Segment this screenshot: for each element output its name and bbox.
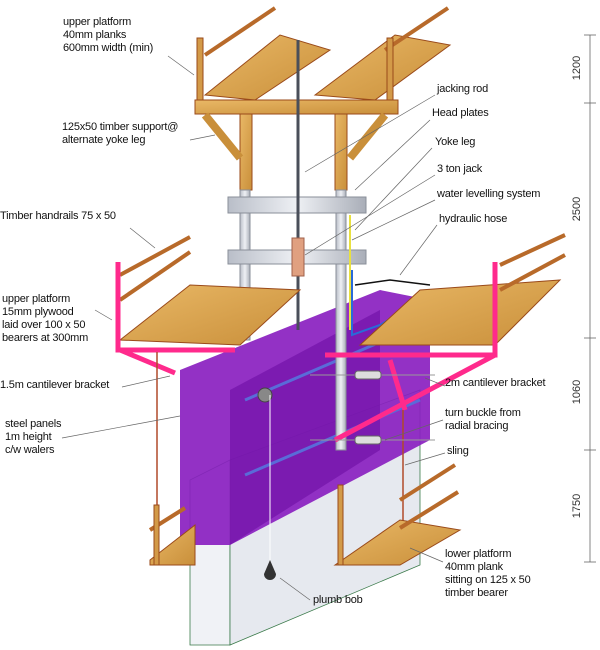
- dimension-1060: 1060: [571, 379, 584, 405]
- turn-buckle: [354, 435, 382, 445]
- label-sling: sling: [447, 445, 469, 457]
- label-line: steel panels: [5, 418, 62, 430]
- label-line: radial bracing: [445, 420, 509, 432]
- top-platform: [194, 6, 452, 191]
- label-line: upper platform: [2, 293, 71, 305]
- label-line: c/w walers: [5, 444, 55, 456]
- leader-lines: [61, 55, 446, 601]
- label-line: alternate yoke leg: [62, 134, 146, 146]
- upper-working-platform: [118, 233, 566, 346]
- label-turn-buckle: turn buckle from radial bracing: [445, 407, 521, 433]
- label-2m-cantilever: 2m cantilever bracket: [445, 377, 546, 389]
- label-timber-handrails: Timber handrails 75 x 50: [0, 210, 116, 222]
- label-line: 125x50 timber support@: [62, 121, 179, 133]
- label-jacking-rod: jacking rod: [437, 83, 488, 95]
- label-steel-panels: steel panels 1m height c/w walers: [5, 418, 62, 457]
- label-hydraulic-hose: hydraulic hose: [439, 213, 508, 225]
- label-upper-platform-plywood: upper platform 15mm plywood laid over 10…: [2, 293, 88, 345]
- lower-platform: [148, 463, 462, 566]
- label-plumb-bob: plumb bob: [313, 594, 363, 606]
- label-line: laid over 100 x 50: [2, 319, 86, 331]
- label-line: timber bearer: [445, 587, 508, 599]
- label-lower-platform: lower platform 40mm plank sitting on 125…: [445, 548, 531, 600]
- dimension-1200: 1200: [571, 55, 584, 81]
- dimension-2500: 2500: [571, 196, 584, 222]
- label-1-5m-cantilever: 1.5m cantilever bracket: [0, 379, 110, 391]
- label-line: 40mm planks: [63, 29, 127, 41]
- label-water-levelling: water levelling system: [437, 188, 541, 200]
- label-line: lower platform: [445, 548, 512, 560]
- turn-buckle: [354, 370, 382, 380]
- yoke: [227, 40, 431, 451]
- label-line: bearers at 300mm: [2, 332, 89, 344]
- label-line: sitting on 125 x 50: [445, 574, 531, 586]
- label-3-ton-jack: 3 ton jack: [437, 163, 483, 175]
- label-yoke-leg: Yoke leg: [435, 136, 476, 148]
- label-line: upper platform: [63, 16, 132, 28]
- dimension-1750: 1750: [571, 493, 584, 519]
- plumb-bob: [264, 560, 276, 580]
- label-line: 40mm plank: [445, 561, 503, 573]
- label-upper-platform-planks: upper platform 40mm planks 600mm width (…: [63, 16, 153, 55]
- label-timber-support: 125x50 timber support@ alternate yoke le…: [62, 121, 178, 147]
- label-line: 15mm plywood: [2, 306, 74, 318]
- label-line: turn buckle from: [445, 407, 521, 419]
- label-line: 1m height: [5, 431, 52, 443]
- dimension-line: [584, 34, 596, 563]
- label-head-plates: Head plates: [432, 107, 489, 119]
- pulley: [257, 387, 273, 403]
- label-line: 600mm width (min): [63, 42, 154, 54]
- cantilever-brackets: [115, 262, 498, 443]
